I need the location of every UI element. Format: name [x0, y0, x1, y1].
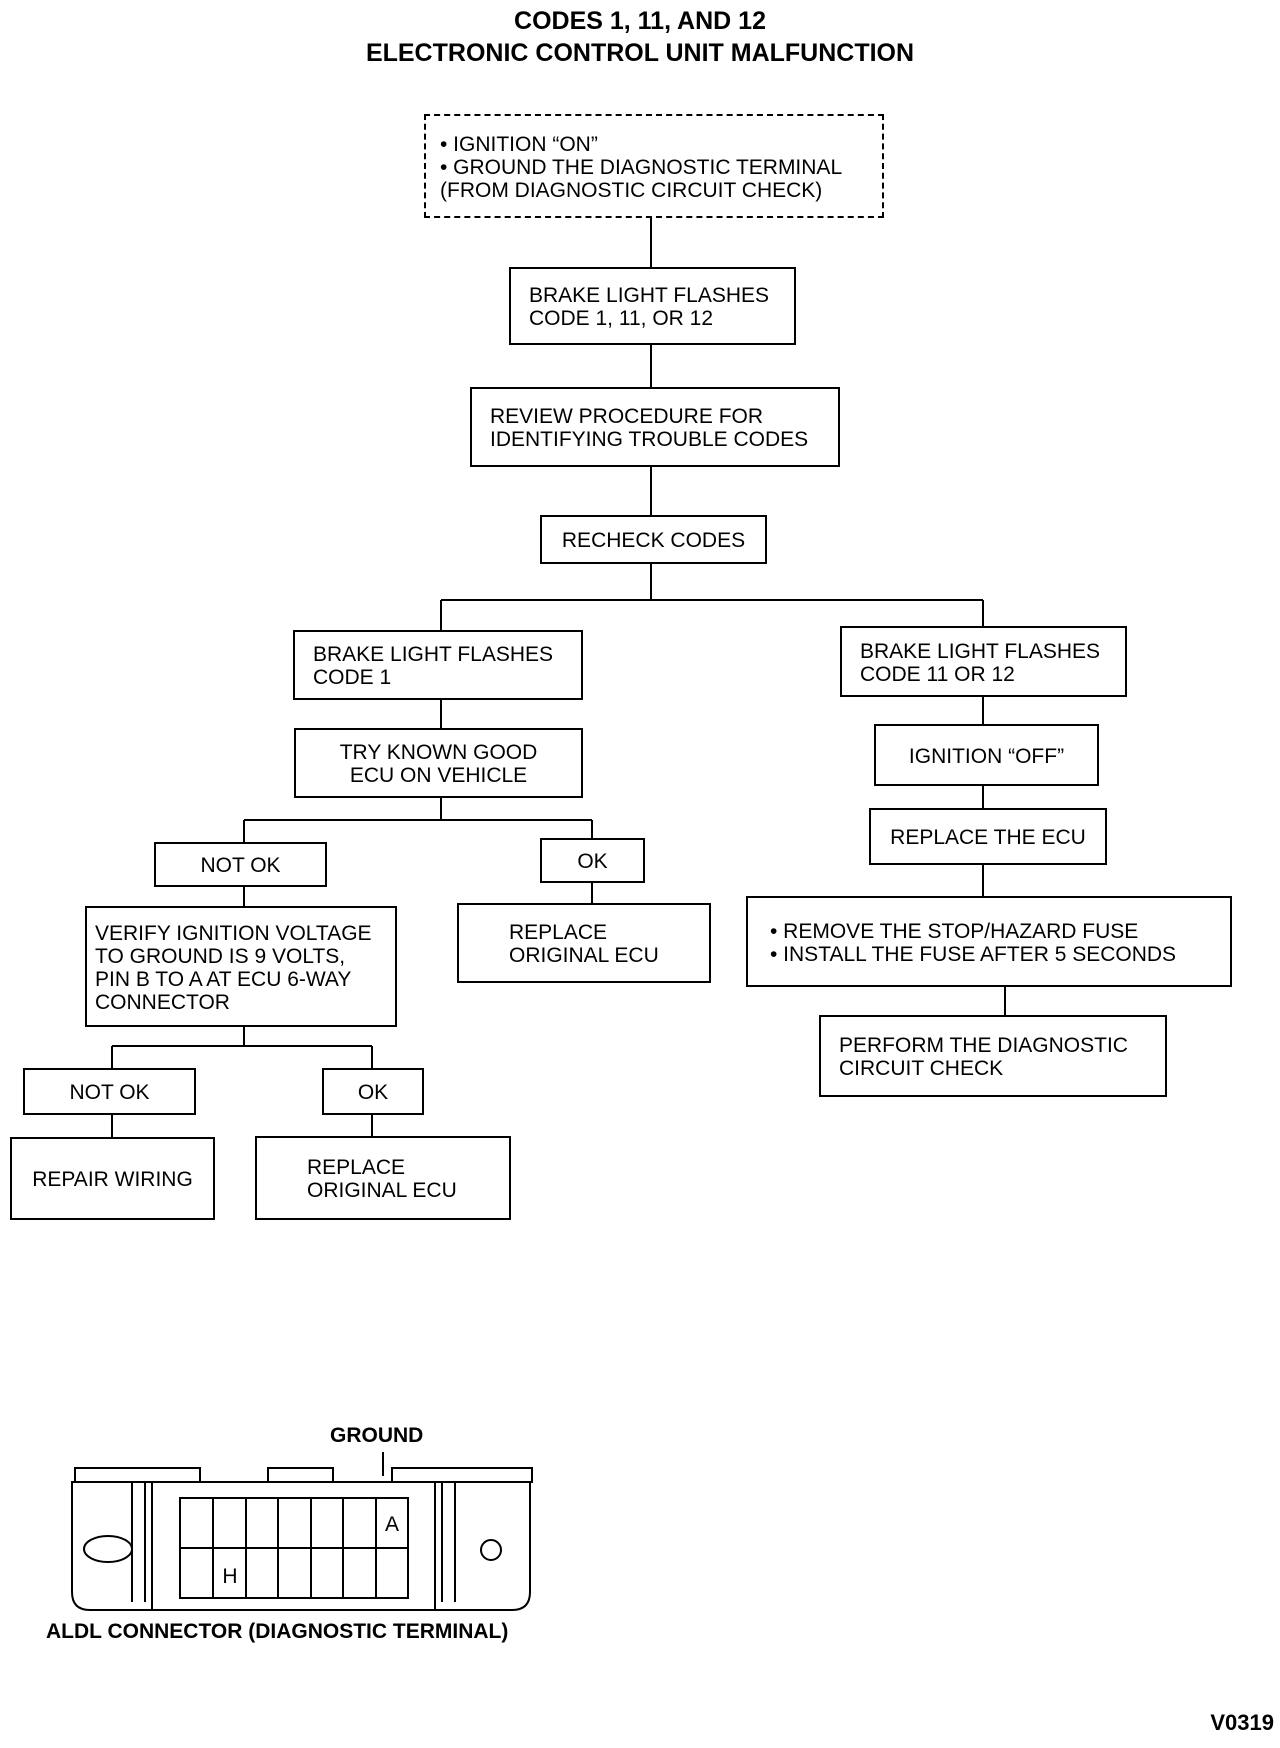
connector-caption: ALDL CONNECTOR (DIAGNOSTIC TERMINAL): [46, 1620, 509, 1643]
start-line-1: • IGNITION “ON”: [440, 132, 598, 156]
recheck-codes-box: RECHECK CODES: [540, 515, 767, 564]
page-title-line-1: CODES 1, 11, AND 12: [514, 7, 766, 35]
pin-h-label: H: [222, 1565, 237, 1588]
start-line-2: • GROUND THE DIAGNOSTIC TERMINAL: [440, 155, 843, 179]
perform-check-line-1: PERFORM THE DIAGNOSTIC: [839, 1034, 1128, 1057]
verify-line-2: TO GROUND IS 9 VOLTS,: [95, 944, 346, 968]
ok-2-label: OK: [357, 1081, 389, 1104]
fuse-step-1: • REMOVE THE STOP/HAZARD FUSE: [770, 919, 1139, 943]
replace-original-ecu-box: REPLACE ORIGINAL ECU: [457, 903, 711, 983]
try-good-ecu-box: TRY KNOWN GOOD ECU ON VEHICLE: [294, 728, 583, 798]
replace-the-ecu-label: REPLACE THE ECU: [890, 826, 1086, 849]
ignition-off-label: IGNITION “OFF”: [908, 744, 1065, 768]
not-ok-box: NOT OK: [154, 842, 327, 887]
not-ok-2-label: NOT OK: [69, 1081, 150, 1104]
ignition-off-box: IGNITION “OFF”: [874, 724, 1099, 786]
replace-ecu-2-line-1: REPLACE: [307, 1156, 406, 1179]
code-1-line-1: BRAKE LIGHT FLASHES: [313, 643, 554, 666]
fuse-step-2: • INSTALL THE FUSE AFTER 5 SECONDS: [770, 942, 1177, 966]
try-ecu-line-2: ECU ON VEHICLE: [349, 764, 528, 787]
verify-line-3: PIN B TO A AT ECU 6-WAY: [95, 967, 352, 991]
brake-light-flashes-box: BRAKE LIGHT FLASHES CODE 1, 11, OR 12: [509, 267, 796, 345]
review-line-2: IDENTIFYING TROUBLE CODES: [490, 428, 809, 451]
brake-light-line-1: BRAKE LIGHT FLASHES: [529, 284, 770, 307]
brake-light-line-2: CODE 1, 11, OR 12: [529, 307, 714, 330]
verify-line-1: VERIFY IGNITION VOLTAGE: [95, 921, 372, 945]
verify-line-4: CONNECTOR: [95, 990, 230, 1014]
perform-check-line-2: CIRCUIT CHECK: [839, 1057, 1004, 1080]
code-1-line-2: CODE 1: [313, 666, 392, 689]
ground-label: GROUND: [330, 1424, 424, 1447]
pin-a-label: A: [385, 1513, 399, 1536]
perform-diagnostic-check-box: PERFORM THE DIAGNOSTIC CIRCUIT CHECK: [819, 1015, 1167, 1097]
code-11-12-line-1: BRAKE LIGHT FLASHES: [860, 639, 1101, 663]
try-ecu-line-1: TRY KNOWN GOOD: [339, 741, 538, 764]
page-title-line-2: ELECTRONIC CONTROL UNIT MALFUNCTION: [365, 39, 915, 67]
replace-ecu-2-line-2: ORIGINAL ECU: [307, 1179, 457, 1202]
start-line-3: (FROM DIAGNOSTIC CIRCUIT CHECK): [440, 178, 823, 202]
not-ok-2-box: NOT OK: [23, 1068, 196, 1115]
replace-original-ecu-2-box: REPLACE ORIGINAL ECU: [255, 1136, 511, 1220]
not-ok-label: NOT OK: [200, 854, 281, 877]
ok-box: OK: [540, 838, 645, 883]
ok-2-box: OK: [322, 1068, 424, 1115]
figure-code: V0319: [1210, 1710, 1274, 1735]
start-conditions-box: • IGNITION “ON” • GROUND THE DIAGNOSTIC …: [424, 114, 884, 218]
recheck-label: RECHECK CODES: [561, 529, 746, 552]
replace-ecu-1-line-2: ORIGINAL ECU: [509, 944, 659, 967]
aldl-connector-drawing: A H: [71, 1452, 533, 1611]
repair-wiring-box: REPAIR WIRING: [10, 1137, 215, 1220]
replace-the-ecu-box: REPLACE THE ECU: [869, 808, 1107, 865]
flashes-code-1-box: BRAKE LIGHT FLASHES CODE 1: [293, 630, 583, 700]
replace-ecu-1-line-1: REPLACE: [509, 921, 608, 944]
review-procedure-box: REVIEW PROCEDURE FOR IDENTIFYING TROUBLE…: [470, 387, 840, 467]
review-line-1: REVIEW PROCEDURE FOR: [490, 405, 764, 428]
ok-label: OK: [577, 850, 608, 873]
verify-voltage-box: VERIFY IGNITION VOLTAGE TO GROUND IS 9 V…: [85, 906, 397, 1027]
flashes-code-11-12-box: BRAKE LIGHT FLASHES CODE 11 OR 12: [840, 626, 1127, 697]
fuse-steps-box: • REMOVE THE STOP/HAZARD FUSE • INSTALL …: [746, 896, 1232, 987]
repair-wiring-label: REPAIR WIRING: [32, 1168, 193, 1191]
code-11-12-line-2: CODE 11 OR 12: [860, 662, 1015, 686]
